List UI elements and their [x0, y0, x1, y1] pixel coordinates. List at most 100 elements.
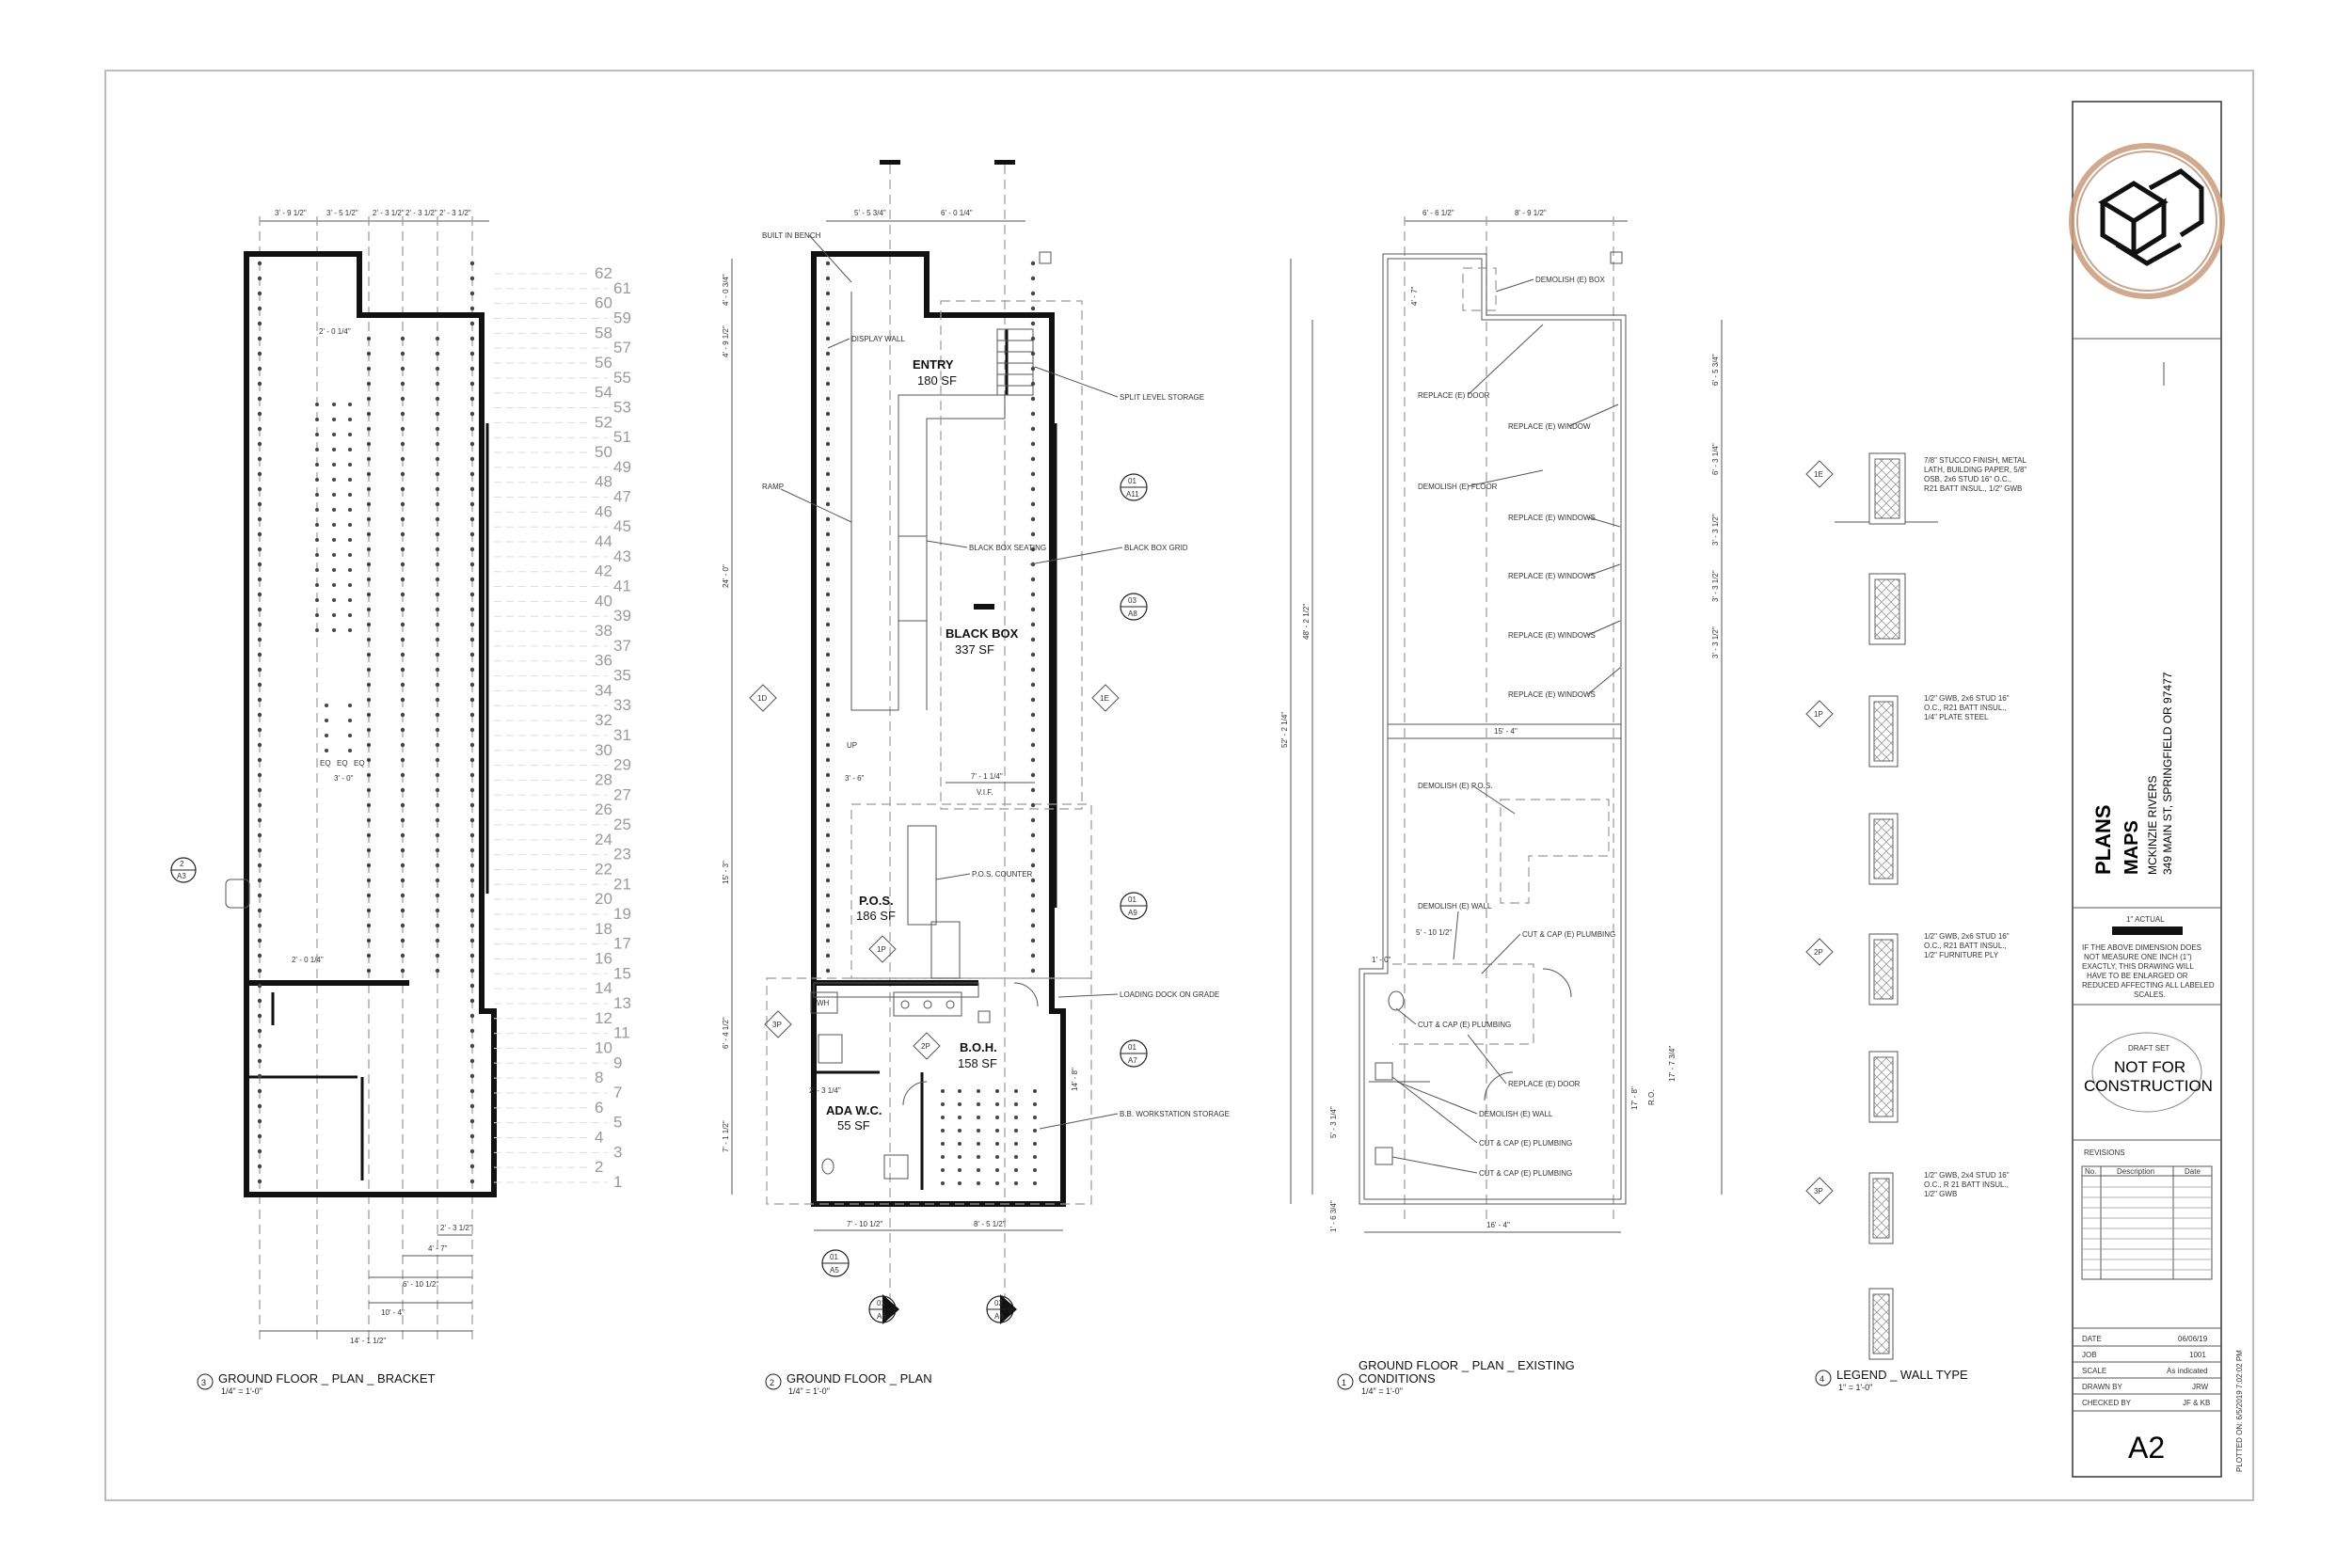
section-marker-top-a — [880, 160, 900, 165]
bracket-row-number: 60 — [595, 294, 612, 312]
legend-title-number: 4 — [1820, 1374, 1824, 1384]
legend-tag-3p: 3P — [1814, 1187, 1823, 1196]
note-replace-windows-4: REPLACE (E) WINDOWS — [1508, 690, 1596, 699]
bracket-row-number: 23 — [613, 846, 631, 863]
legend-title: 4 LEGEND _ WALL TYPE 1" = 1'-0" — [1815, 1368, 1968, 1392]
callout-a5[interactable]: 01 A5 — [821, 1249, 850, 1277]
sheet-border — [104, 70, 2254, 1501]
callout-a8[interactable]: 03 A8 — [1120, 593, 1148, 621]
bracket-row-number: 61 — [613, 279, 631, 297]
bracket-title-scale: 1/4" = 1'-0" — [221, 1386, 262, 1396]
tag-3p-text: 3P — [772, 1021, 782, 1029]
main-title-number: 2 — [770, 1378, 774, 1387]
callout-a5-sheet: A5 — [830, 1266, 839, 1275]
scale-note-6: SCALES. — [2134, 990, 2166, 999]
ex-dim-t2: 8' - 9 1/2" — [1515, 209, 1547, 217]
section-a6-1-num: 01 — [877, 1299, 885, 1307]
note-replace-door: REPLACE (E) DOOR — [1418, 391, 1490, 400]
bracket-row-number: 47 — [613, 488, 631, 506]
callout-a11[interactable]: 01 A11 — [1120, 473, 1148, 501]
main-dim-t2: 6' - 0 1/4" — [941, 209, 973, 217]
bracket-dim-top-1: 3' - 9 1/2" — [275, 209, 307, 217]
section-a6-1-sheet: A6 — [877, 1312, 886, 1321]
tag-1p[interactable]: 1P — [868, 935, 897, 963]
ex-dim-r2: 6' - 3 1/4" — [1711, 443, 1720, 475]
bracket-section-callout[interactable]: 2 A3 — [170, 857, 250, 909]
note-replace-windows-3: REPLACE (E) WINDOWS — [1508, 631, 1596, 640]
legend-title-text: LEGEND _ WALL TYPE — [1836, 1368, 1968, 1382]
callout-a11-num: 01 — [1128, 477, 1136, 485]
bracket-row-number: 14 — [595, 979, 612, 997]
bracket-row-number: 34 — [595, 681, 612, 699]
bracket-dim-top-4: 2' - 3 1/2" — [405, 209, 437, 217]
label-vif: V.I.F. — [977, 788, 993, 797]
bracket-row-number: 32 — [595, 711, 612, 729]
section-a6-2-sheet: A6 — [994, 1312, 1004, 1321]
ex-dim-r1: 6' - 5 3/4" — [1711, 354, 1720, 386]
plan-main: 5' - 5 3/4" 6' - 0 1/4" WH — [722, 160, 1230, 1396]
callout-a5-num: 01 — [830, 1253, 838, 1261]
bracket-row-number: 24 — [595, 831, 612, 848]
bracket-row-number: 16 — [595, 949, 612, 967]
room-pos-area: 186 SF — [856, 909, 896, 923]
note-demolish-pos: DEMOLISH (E) P.O.S. — [1418, 782, 1492, 790]
tag-1e[interactable]: 1E — [1091, 684, 1120, 712]
ex-dim-l1: 48' - 2 1/2" — [1302, 604, 1311, 640]
room-blackbox-name: BLACK BOX — [946, 626, 1019, 641]
bracket-row-numbers: 1234567891011121314151617181920212223242… — [494, 264, 631, 1191]
stamp-line-1: NOT FOR — [2114, 1058, 2185, 1076]
plan-existing: 6' - 6 1/2" 8' - 9 1/2" DEMOLISH (E) BOX… — [1280, 209, 1723, 1396]
bracket-bdim-3: 6' - 10 1/2" — [403, 1280, 438, 1289]
existing-title-line1: GROUND FLOOR _ PLAN _ EXISTING — [1359, 1358, 1575, 1372]
tag-3p[interactable]: 3P — [764, 1010, 792, 1038]
scale-note-1: IF THE ABOVE DIMENSION DOES — [2082, 943, 2201, 952]
note-demolish-wall-2: DEMOLISH (E) WALL — [1479, 1110, 1553, 1118]
existing-title-scale: 1/4" = 1'-0" — [1361, 1386, 1403, 1396]
client-name: MAPS — [2122, 820, 2142, 875]
bracket-bdim-2: 4' - 7" — [428, 1244, 448, 1253]
note-cut-cap-1: CUT & CAP (E) PLUMBING — [1522, 930, 1615, 939]
ex-dim-r4: 3' - 3 1/2" — [1711, 570, 1720, 602]
plan-bracket: 3' - 9 1/2" 3' - 5 1/2" 2' - 3 1/2" 2' -… — [170, 209, 631, 1396]
main-fastener-grid — [825, 261, 1037, 1185]
tag-1p-text: 1P — [877, 945, 886, 954]
label-up: UP — [847, 741, 857, 750]
note-demolish-box: DEMOLISH (E) BOX — [1535, 276, 1605, 284]
bracket-bottom-dims: 2' - 3 1/2" 4' - 7" 6' - 10 1/2" 10' - 4… — [260, 1224, 472, 1345]
main-dim-l2: 4' - 9 1/2" — [722, 325, 730, 357]
callout-a9[interactable]: 01 A9 — [1120, 892, 1148, 920]
bracket-row-number: 20 — [595, 890, 612, 908]
existing-notes: DEMOLISH (E) BOX REPLACE (E) DOOR REPLAC… — [1391, 276, 1621, 1178]
info-job-value: 1001 — [2189, 1351, 2206, 1359]
bracket-row-number: 59 — [613, 309, 631, 327]
note-replace-windows-2: REPLACE (E) WINDOWS — [1508, 572, 1596, 580]
bracket-dim-2: 2' - 0 1/4" — [292, 956, 324, 964]
bracket-row-number: 37 — [613, 637, 631, 655]
bracket-row-number: 19 — [613, 905, 631, 923]
callout-a9-num: 01 — [1128, 895, 1136, 904]
callout-a7-num: 01 — [1128, 1043, 1136, 1052]
note-cut-cap-3: CUT & CAP (E) PLUMBING — [1479, 1139, 1572, 1148]
bracket-row-number: 2 — [595, 1158, 603, 1176]
room-ada-wc: ADA W.C. 55 SF — [826, 1103, 882, 1132]
bracket-row-number: 52 — [595, 413, 612, 431]
room-black-box: BLACK BOX 337 SF — [946, 626, 1019, 657]
wh-label: WH — [817, 999, 830, 1007]
section-cut-a6-2[interactable]: 02 A6 — [986, 1294, 1017, 1324]
bracket-row-number: 28 — [595, 770, 612, 788]
section-cut-a6-1[interactable]: 01 A6 — [868, 1294, 899, 1324]
main-dim-l1: 4' - 0 3/4" — [722, 274, 730, 306]
tag-1e-text: 1E — [1100, 694, 1109, 703]
tag-2p[interactable]: 2P — [913, 1032, 941, 1060]
room-boh-area: 158 SF — [958, 1056, 997, 1070]
scale-check-label: 1" ACTUAL — [2126, 915, 2165, 924]
legend-desc-1p: 1/2" GWB, 2x6 STUD 16"O.C., R21 BATT INS… — [1924, 694, 2010, 721]
section-a6-2-num: 02 — [994, 1299, 1003, 1307]
note-demolish-floor: DEMOLISH (E) FLOOR — [1418, 483, 1498, 491]
tag-1d[interactable]: 1D — [749, 684, 777, 712]
existing-dims: 52' - 2 1/4" 48' - 2 1/2" 4' - 7" 6' - 5… — [1280, 259, 1723, 1233]
ex-dim-r3: 3' - 3 1/2" — [1711, 514, 1720, 546]
boh-sink — [893, 991, 962, 1017]
callout-a11-sheet: A11 — [1126, 490, 1139, 499]
callout-a7[interactable]: 01 A7 — [1120, 1039, 1148, 1068]
